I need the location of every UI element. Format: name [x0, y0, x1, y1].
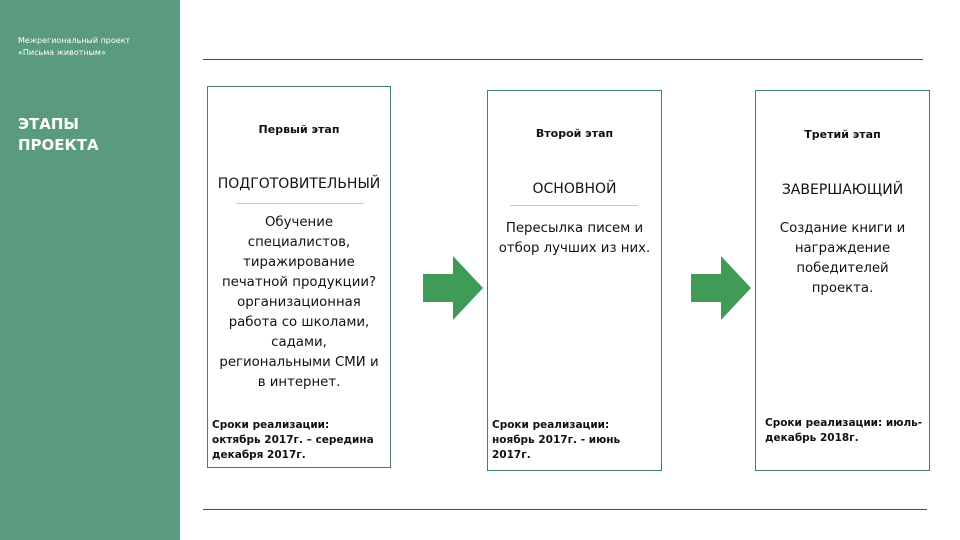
page-title: ЭТАПЫ ПРОЕКТА: [18, 114, 168, 156]
stage-description: Пересылка писем и отбор лучших из них.: [492, 219, 657, 259]
terms-line: 2017г.: [492, 449, 531, 461]
project-name-line: Межрегиональный проект: [18, 36, 131, 45]
description-line: в интернет.: [257, 375, 341, 390]
stage-terms: Сроки реализации: октябрь 2017г. – серед…: [212, 418, 388, 463]
stage-terms: Сроки реализации: июль- декабрь 2018г.: [765, 416, 927, 446]
stage-label: Первый этап: [258, 123, 340, 136]
right-arrow-icon: [423, 256, 483, 320]
terms-line: декабрь 2018г.: [765, 432, 859, 444]
terms-line: Сроки реализации:: [492, 419, 610, 431]
stage-divider: [236, 203, 364, 204]
terms-line: Сроки реализации: июль-: [765, 417, 923, 429]
description-line: печатной продукции?: [221, 275, 377, 290]
right-arrow-icon: [691, 256, 751, 320]
description-line: Создание книги и: [779, 221, 906, 236]
stage-name: ОСНОВНОЙ: [532, 181, 617, 197]
top-divider: [203, 59, 923, 60]
page-title-line: ЭТАПЫ: [18, 115, 79, 133]
sidebar: Межрегиональный проект «Письма животным»…: [0, 0, 180, 540]
stage-name: ЗАВЕРШАЮЩИЙ: [781, 182, 904, 198]
stage-card-first: Первый этап ПОДГОТОВИТЕЛЬНЫЙ Обучение сп…: [207, 86, 391, 468]
bottom-divider: [203, 509, 927, 510]
description-line: проекта.: [811, 281, 874, 296]
terms-line: Сроки реализации:: [212, 419, 330, 431]
description-line: региональными СМИ и: [219, 355, 379, 370]
terms-line: октябрь 2017г. – середина: [212, 434, 374, 446]
description-line: специалистов,: [247, 235, 351, 250]
stage-card-second: Второй этап ОСНОВНОЙ Пересылка писем и о…: [487, 90, 662, 471]
stage-divider: [510, 205, 638, 206]
page-title-line: ПРОЕКТА: [18, 136, 99, 154]
terms-line: ноябрь 2017г. - июнь: [492, 434, 621, 446]
stage-terms: Сроки реализации: ноябрь 2017г. - июнь 2…: [492, 418, 659, 463]
description-line: Пересылка писем и: [505, 221, 644, 236]
description-line: победителей: [796, 261, 889, 276]
project-name-line: «Письма животным»: [18, 48, 106, 57]
stage-label: Второй этап: [535, 127, 614, 140]
description-line: отбор лучших из них.: [498, 241, 651, 256]
project-name: Межрегиональный проект «Письма животным»: [18, 35, 168, 59]
description-line: работа со школами,: [228, 315, 370, 330]
stage-card-third: Третий этап ЗАВЕРШАЮЩИЙ Создание книги и…: [755, 90, 930, 471]
stage-name: ПОДГОТОВИТЕЛЬНЫЙ: [217, 176, 381, 192]
stage-label: Третий этап: [804, 128, 881, 141]
terms-line: декабря 2017г.: [212, 449, 306, 461]
description-line: тиражирование: [243, 255, 355, 270]
description-line: Обучение: [264, 215, 334, 230]
description-line: награждение: [794, 241, 891, 256]
stage-description: Обучение специалистов, тиражирование печ…: [212, 213, 386, 393]
description-line: садами,: [271, 335, 327, 350]
description-line: организационная: [237, 295, 361, 310]
stage-description: Создание книги и награждение победителей…: [760, 219, 925, 299]
